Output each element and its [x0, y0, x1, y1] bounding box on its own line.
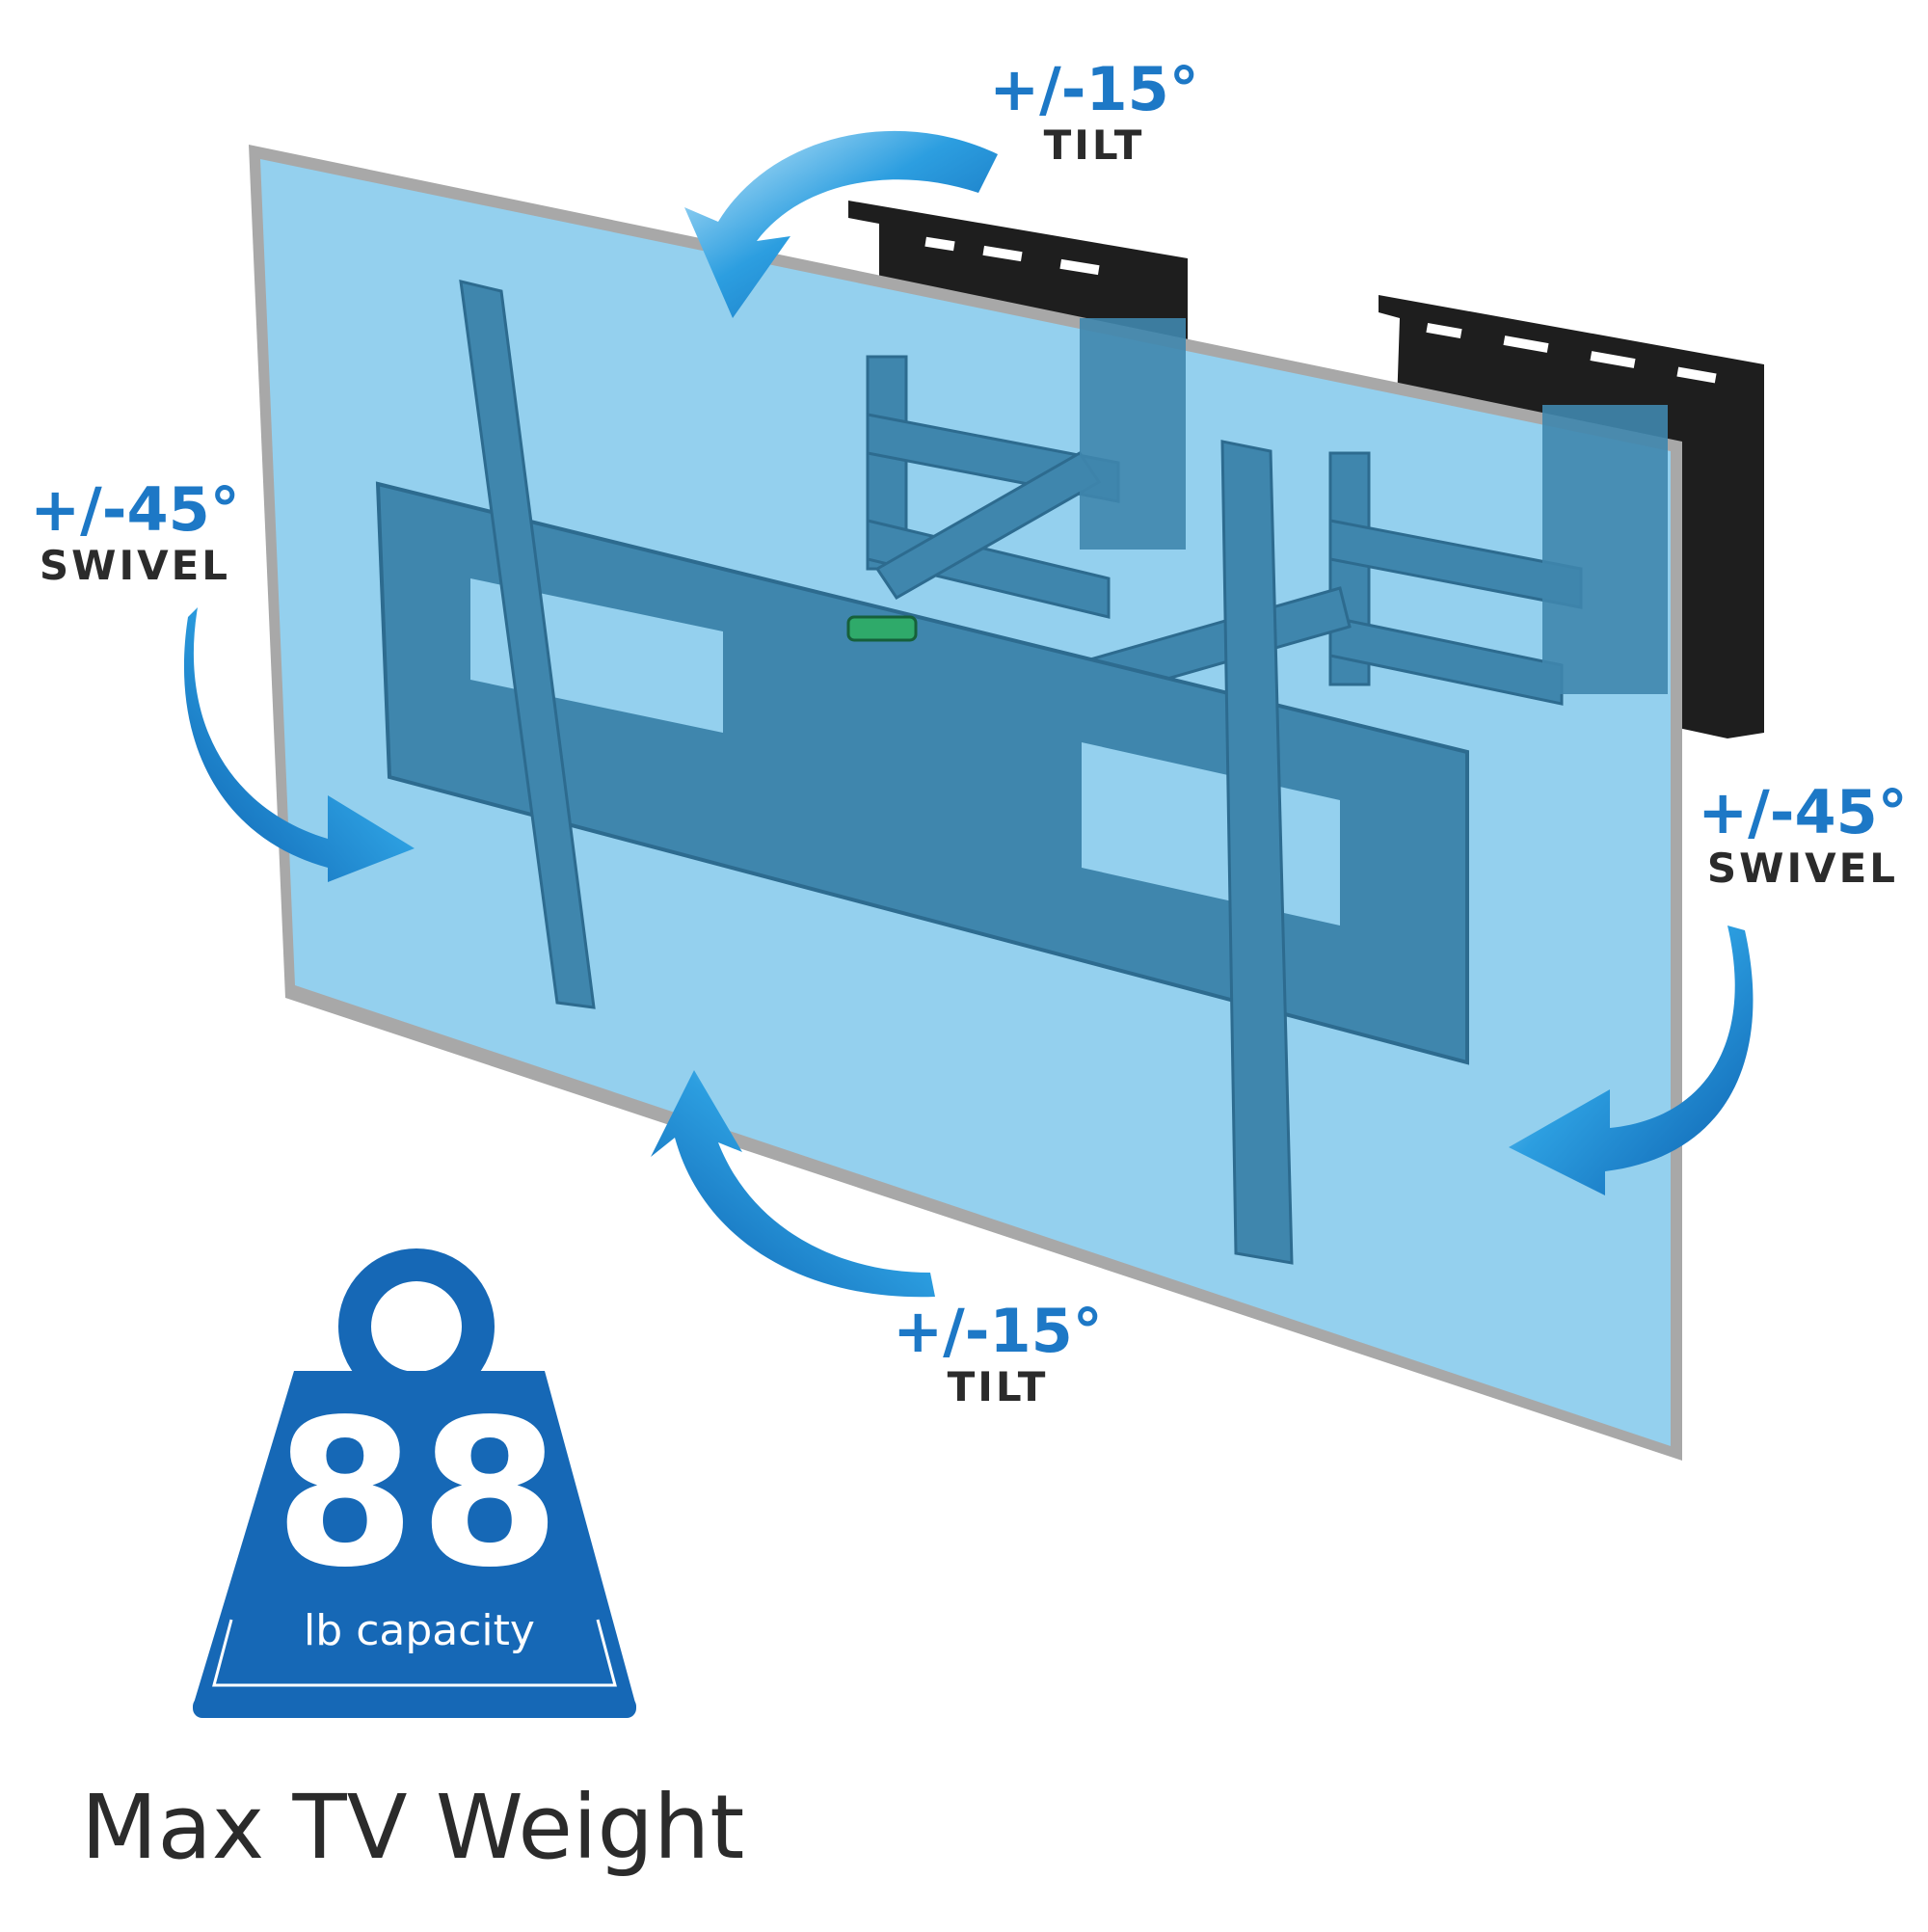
tilt-bottom-degrees: +/-15°: [893, 1296, 1103, 1366]
swivel-left-motion: SWIVEL: [39, 542, 231, 589]
curved-arrow-icon: [1509, 926, 1754, 1195]
tilt-top-label: +/-15° TILT: [969, 60, 1219, 166]
tilt-bottom-label: +/-15° TILT: [872, 1301, 1123, 1408]
curved-arrow-icon: [684, 130, 998, 318]
capacity-value: 88: [274, 1376, 565, 1612]
tilt-bottom-motion: TILT: [947, 1363, 1049, 1410]
bubble-level-icon: [846, 615, 918, 642]
swivel-left-degrees: +/-45°: [30, 474, 240, 545]
max-weight-caption: Max TV Weight: [81, 1776, 745, 1879]
vertical-bracket-right: [1220, 440, 1294, 1265]
vertical-bracket-left: [459, 280, 596, 1009]
tilt-top-motion: TILT: [1043, 121, 1145, 169]
swivel-right-degrees: +/-45°: [1698, 777, 1908, 847]
capacity-unit: lb capacity: [304, 1606, 535, 1655]
curved-arrow-icon: [183, 607, 415, 882]
weight-icon: [193, 1248, 636, 1718]
swivel-right-label: +/-45° SWIVEL: [1677, 783, 1928, 889]
tilt-top-degrees: +/-15°: [989, 54, 1199, 124]
articulating-arms: [866, 355, 1583, 706]
swivel-left-label: +/-45° SWIVEL: [10, 480, 260, 586]
curved-arrow-icon: [651, 1070, 935, 1298]
wall-plate-right-face: [1542, 405, 1668, 694]
wall-plate-left-face: [1080, 318, 1186, 550]
swivel-right-motion: SWIVEL: [1706, 845, 1899, 892]
